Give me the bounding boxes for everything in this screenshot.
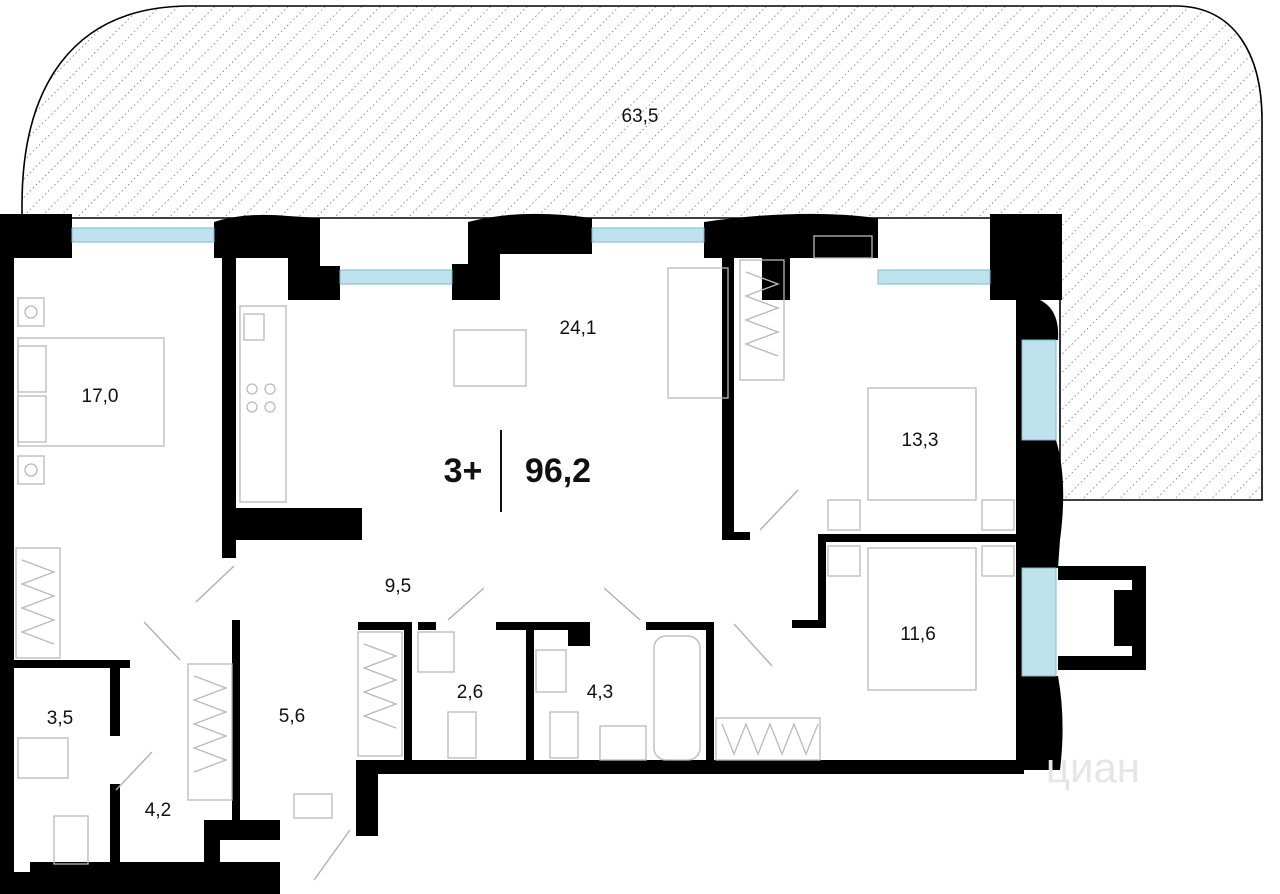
interior-walls <box>14 258 1024 894</box>
rooms-count-label: 3+ <box>444 452 483 490</box>
area-bath-small-left: 3,5 <box>47 708 73 729</box>
area-wc-center: 2,6 <box>457 682 483 703</box>
windows <box>71 227 1057 677</box>
total-area-label: 96,2 <box>525 452 591 490</box>
area-living-kitchen: 24,1 <box>560 318 597 339</box>
door-swings <box>115 489 799 881</box>
area-bedroom-right-bottom: 11,6 <box>900 624 936 645</box>
area-bath-center: 4,3 <box>587 682 613 703</box>
area-bedroom-right-top: 13,3 <box>902 430 939 451</box>
terrace-area <box>21 5 1263 501</box>
walls <box>0 213 1146 894</box>
area-terrace: 63,5 <box>622 106 659 127</box>
area-bedroom-left: 17,0 <box>82 386 119 407</box>
furniture <box>15 235 1015 865</box>
watermark-text: циан <box>1046 744 1140 791</box>
area-hall: 9,5 <box>385 576 411 597</box>
area-entry: 5,6 <box>279 706 305 727</box>
area-wc-left: 4,2 <box>145 800 171 821</box>
